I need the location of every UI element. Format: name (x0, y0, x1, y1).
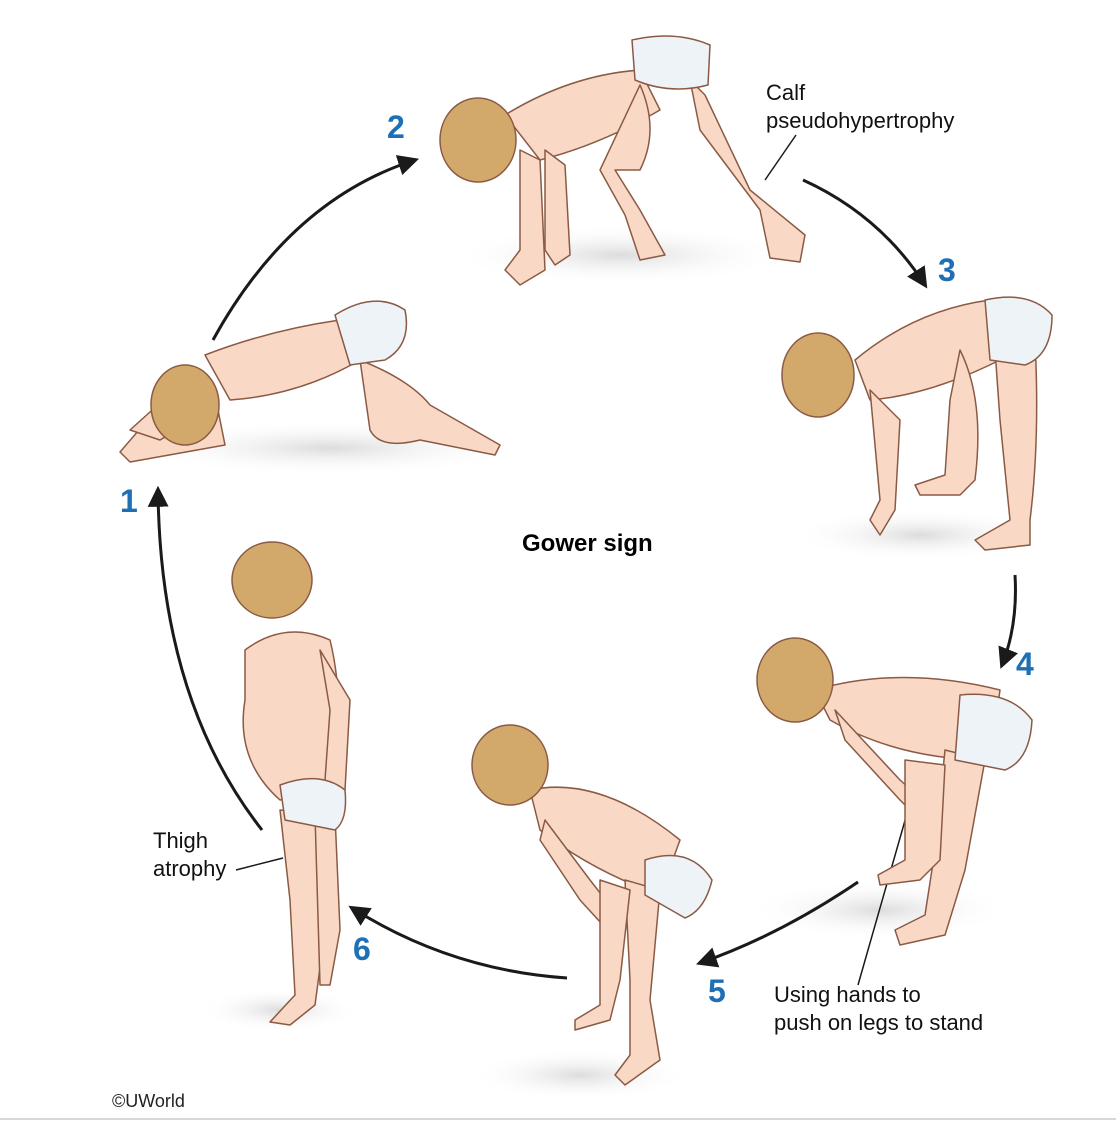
calf-leader (764, 134, 797, 181)
figure-3-bending (781, 296, 1053, 551)
arrow-1-to-2 (211, 155, 419, 341)
calf-annotation-line-1: Calf (766, 80, 806, 105)
arrow-6-to-1 (147, 485, 264, 831)
hands-annotation-line-2: push on legs to stand (774, 1010, 984, 1035)
arrow-3-to-4 (998, 574, 1018, 669)
copyright-notice: ©UWorld (112, 1091, 185, 1111)
hands-annotation-line-1: Using hands to (774, 982, 921, 1007)
hands-annotation: Using hands to push on legs to stand (774, 981, 983, 1037)
cycle-arrows (147, 155, 1018, 980)
step-number-1: 1 (120, 483, 138, 519)
thigh-annotation: Thigh atrophy (153, 827, 226, 883)
thigh-leader (235, 857, 284, 871)
step-number-3: 3 (938, 252, 956, 288)
arrow-4-to-5 (696, 880, 859, 968)
diagram-title: Gower sign (522, 530, 653, 557)
thigh-annotation-line-2: atrophy (153, 856, 227, 881)
figure-1-crawling (119, 300, 501, 463)
figure-2-bear-crawl (439, 35, 806, 286)
calf-annotation: Calf pseudohypertrophy (766, 79, 954, 135)
bottom-divider (0, 1118, 1116, 1120)
arrow-5-to-6 (348, 905, 568, 980)
figure-5-near-upright (471, 724, 713, 1086)
figure-6-standing (231, 541, 351, 1026)
step-number-5: 5 (708, 973, 726, 1009)
step-number-4: 4 (1016, 646, 1034, 682)
calf-annotation-line-2: pseudohypertrophy (766, 108, 955, 133)
figure-4-pushing-thighs (756, 637, 1033, 946)
step-number-2: 2 (387, 109, 405, 145)
arrow-2-to-3 (802, 178, 928, 289)
step-number-6: 6 (353, 931, 371, 967)
thigh-annotation-line-1: Thigh (153, 828, 209, 853)
